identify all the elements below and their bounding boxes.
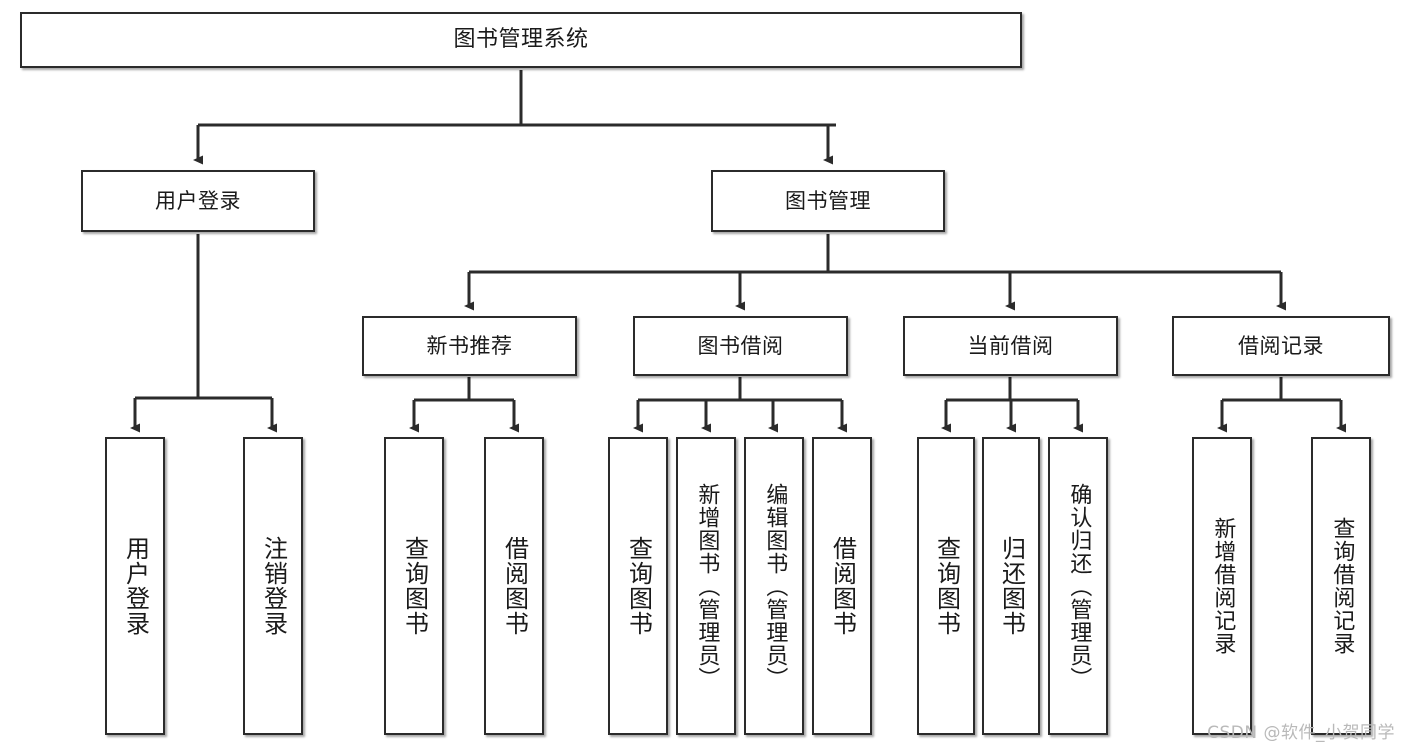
node-label: 用户登录	[155, 188, 241, 213]
node-label: 新增借阅记录	[1210, 517, 1236, 655]
leaf-new-book-borrow-book[interactable]: 借阅图书	[484, 437, 544, 735]
node-new-book-recommend[interactable]: 新书推荐	[362, 316, 577, 376]
node-label: 用户登录	[121, 536, 150, 636]
node-label: 查询图书	[932, 536, 961, 636]
node-label: 归还图书	[997, 536, 1026, 636]
node-label: 图书管理	[785, 188, 871, 213]
node-book-borrow[interactable]: 图书借阅	[633, 316, 848, 376]
node-label: 注销登录	[259, 536, 288, 636]
node-label: 查询借阅记录	[1329, 517, 1355, 655]
node-borrow-record[interactable]: 借阅记录	[1172, 316, 1390, 376]
leaf-book-borrow-borrow-book[interactable]: 借阅图书	[812, 437, 872, 735]
node-label: 确认归还（管理员）	[1066, 482, 1092, 690]
node-label: 新书推荐	[426, 333, 513, 358]
leaf-borrow-record-add-record[interactable]: 新增借阅记录	[1192, 437, 1252, 735]
leaf-current-borrow-return-book[interactable]: 归还图书	[982, 437, 1040, 735]
leaf-current-borrow-query-book[interactable]: 查询图书	[917, 437, 975, 735]
node-label: 查询图书	[400, 536, 429, 636]
node-label: 查询图书	[624, 536, 653, 636]
node-user-login[interactable]: 用户登录	[81, 170, 315, 232]
node-root-book-management-system[interactable]: 图书管理系统	[20, 12, 1022, 68]
node-label: 当前借阅	[967, 333, 1054, 358]
leaf-book-borrow-edit-book-admin[interactable]: 编辑图书（管理员）	[744, 437, 804, 735]
node-book-management[interactable]: 图书管理	[711, 170, 945, 232]
node-label: 借阅图书	[500, 536, 529, 636]
leaf-user-login-login[interactable]: 用户登录	[105, 437, 165, 735]
node-current-borrow[interactable]: 当前借阅	[903, 316, 1118, 376]
leaf-current-borrow-confirm-return-admin[interactable]: 确认归还（管理员）	[1048, 437, 1108, 735]
node-label: 图书借阅	[697, 333, 784, 358]
leaf-new-book-query-book[interactable]: 查询图书	[384, 437, 444, 735]
node-label: 新增图书（管理员）	[694, 482, 720, 690]
leaf-user-login-logout[interactable]: 注销登录	[243, 437, 303, 735]
node-label: 借阅图书	[828, 536, 857, 636]
leaf-book-borrow-add-book-admin[interactable]: 新增图书（管理员）	[676, 437, 736, 735]
node-label: 编辑图书（管理员）	[762, 482, 788, 690]
node-label: 图书管理系统	[453, 27, 589, 53]
leaf-borrow-record-query-record[interactable]: 查询借阅记录	[1311, 437, 1371, 735]
leaf-book-borrow-query-book[interactable]: 查询图书	[608, 437, 668, 735]
node-label: 借阅记录	[1238, 333, 1324, 358]
csdn-watermark: CSDN @软件_小贺同学	[1207, 723, 1395, 743]
